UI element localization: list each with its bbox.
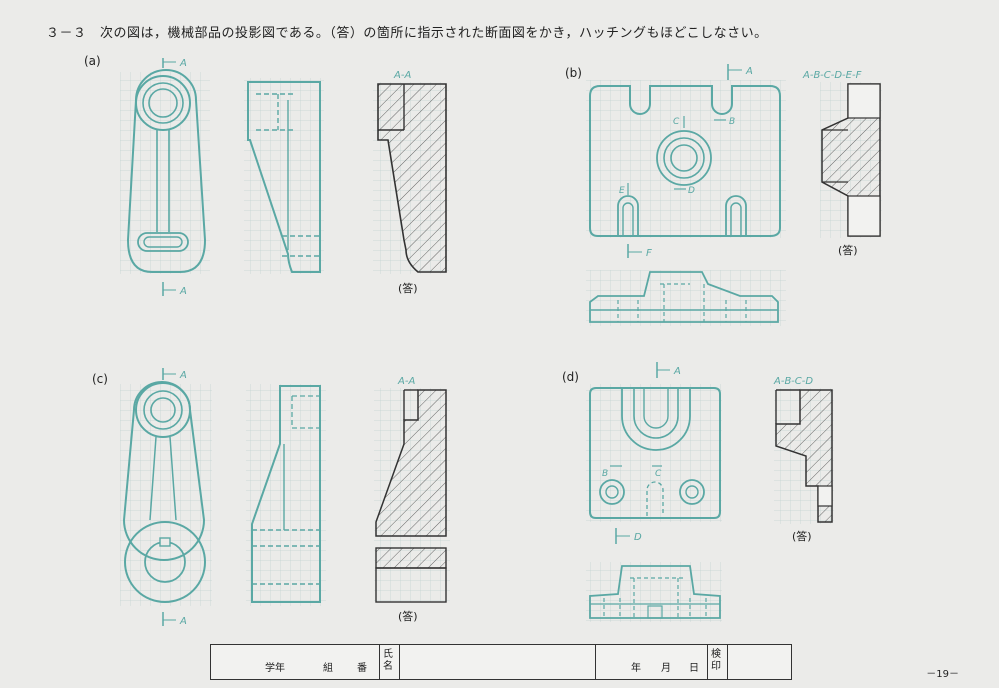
month-label: 月 [661,663,671,674]
student-info-box: 学年 組 番 氏名 年 月 日 検印 [210,644,792,680]
b-cut-mark-d: D [688,186,695,196]
day-label: 日 [689,663,699,674]
divider [379,645,380,679]
a-cut-mark-bottom: A [179,286,187,297]
a-answer-section: A-A (答) [373,70,449,295]
problem-a-drawings: A A A-A [120,58,449,297]
c-answer-label: (答) [398,609,418,623]
c-answer-section: A-A (答) [374,376,450,623]
d-section-label: A-B-C-D [773,376,813,387]
b-bottom-view [586,270,786,326]
c-section-label: A-A [397,376,415,387]
divider [399,645,400,679]
b-cut-mark-c: C [673,117,680,127]
d-cut-mark-b: B [602,469,608,479]
inspect-label: 検印 [711,649,721,672]
problem-a-label: (a) [84,54,101,68]
number-label: 番 [357,663,367,674]
d-cut-mark-a: A [673,366,681,377]
b-cut-mark-e: E [619,186,625,196]
c-cut-mark-bottom: A [179,616,187,627]
b-cut-mark-b: B [729,117,735,127]
problem-title: ３－３ 次の図は，機械部品の投影図である。（答）の箇所に指示された断面図をかき，… [46,26,768,41]
c-cut-mark-top: A [179,370,187,381]
c-front-view: A A [120,368,212,627]
grade-label: 学年 [265,663,285,674]
divider [707,645,708,679]
d-answer-section: A-B-C-D (答) [773,376,834,543]
b-section-label: A-B-C-D-E-F [802,70,862,81]
b-cut-mark-a: A [745,66,753,77]
d-front-view: A B C D [586,362,722,544]
problem-c-label: (c) [92,372,108,386]
divider [595,645,596,679]
c-side-view [246,384,326,606]
year-label: 年 [631,663,641,674]
d-answer-label: (答) [792,529,812,543]
problem-c-drawings: A A A-A [120,368,450,627]
b-cut-mark-f: F [646,248,652,259]
a-side-view [244,78,324,274]
a-front-view: A A [120,58,210,297]
b-answer-label: (答) [838,243,858,257]
a-cut-mark-top: A [179,58,187,69]
name-label: 氏名 [383,649,393,672]
problem-b-drawings: A B C D E F [586,64,882,326]
problem-b-label: (b) [565,66,582,80]
page-number: －19－ [926,669,959,680]
problem-d-label: (d) [562,370,579,384]
d-cut-mark-c: C [655,469,662,479]
d-cut-mark-d: D [634,532,642,543]
b-answer-section: A-B-C-D-E-F (答) [802,70,882,257]
problem-d-drawings: A B C D [586,362,834,622]
class-label: 組 [323,663,333,674]
a-section-label: A-A [393,70,411,81]
divider [727,645,728,679]
a-answer-label: (答) [398,281,418,295]
d-bottom-view [586,562,722,622]
b-front-view: A B C D E F [586,64,786,259]
